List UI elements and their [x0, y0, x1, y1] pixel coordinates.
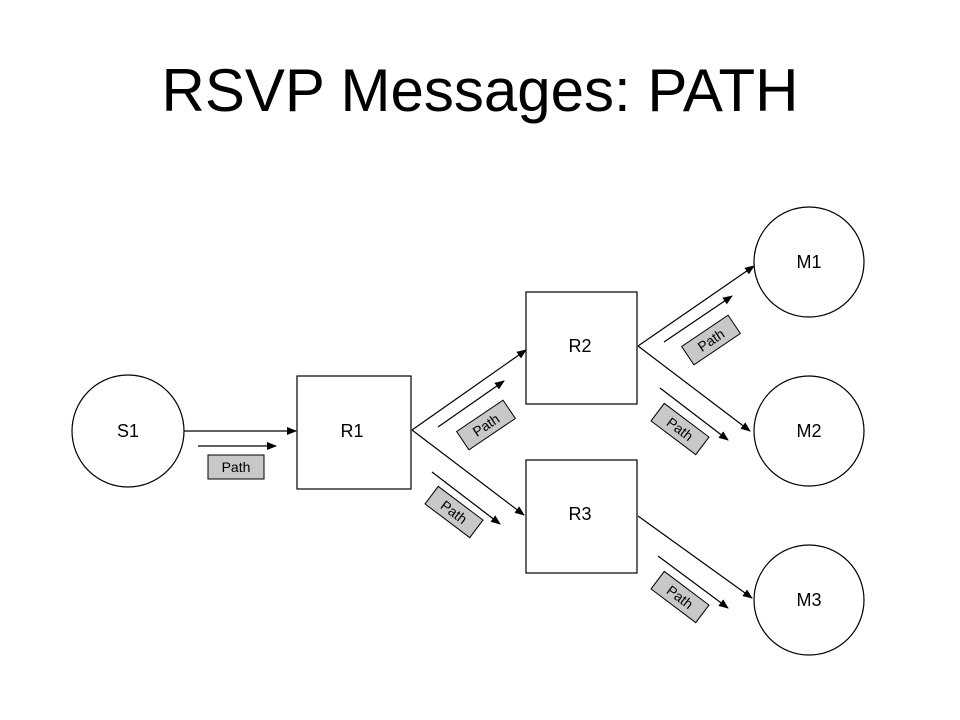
node-r2-label: R2 — [568, 336, 591, 356]
path-tag-s1-r1: Path — [207, 454, 265, 480]
path-tag-box — [650, 402, 710, 456]
node-r1-label: R1 — [340, 421, 363, 441]
link-r2-m2 — [637, 345, 751, 432]
node-r1-box — [296, 375, 412, 490]
slide-title: RSVP Messages: PATH — [161, 57, 799, 124]
node-s1: S1 — [71, 374, 185, 488]
node-m2: M2 — [753, 375, 865, 487]
node-m1: M1 — [753, 206, 865, 318]
link-r1-r3 — [411, 429, 525, 516]
path-arrow-r1-r3 — [431, 471, 501, 525]
node-s1-label: S1 — [117, 421, 139, 441]
path-tag-box — [207, 454, 265, 480]
node-m3: M3 — [753, 544, 865, 656]
path-arrow-r2-m2 — [659, 387, 729, 441]
node-m3-label: M3 — [796, 590, 821, 610]
path-tag-box — [650, 570, 710, 624]
path-tag-r2-m1: Path — [680, 314, 742, 366]
node-m1-circle — [753, 206, 865, 318]
node-r1: R1 — [296, 375, 412, 490]
path-tag-r1-r3: Path — [424, 485, 484, 539]
links — [184, 265, 755, 609]
node-r2-box — [525, 291, 638, 405]
link-r3-m3 — [637, 515, 753, 599]
path-arrow-r1-r2 — [437, 380, 505, 428]
path-tag-box — [455, 399, 517, 451]
node-m2-circle — [753, 375, 865, 487]
link-r1-r2 — [411, 349, 527, 431]
node-r3-label: R3 — [568, 504, 591, 524]
path-tag-box — [680, 314, 742, 366]
node-m3-circle — [753, 544, 865, 656]
path-arrow-r2-m1 — [663, 295, 733, 343]
path-arrow-r3-m3 — [657, 555, 729, 609]
node-r2: R2 — [525, 291, 638, 405]
path-tag-label: Path — [222, 459, 251, 475]
node-m2-label: M2 — [796, 421, 821, 441]
link-r2-m1 — [637, 265, 755, 347]
node-r3: R3 — [525, 459, 638, 574]
node-s1-circle — [71, 374, 185, 488]
node-r3-box — [525, 459, 638, 574]
path-tag-box — [424, 485, 484, 539]
node-m1-label: M1 — [796, 252, 821, 272]
path-tag-r3-m3: Path — [650, 570, 710, 624]
path-tag-r2-m2: Path — [650, 402, 710, 456]
